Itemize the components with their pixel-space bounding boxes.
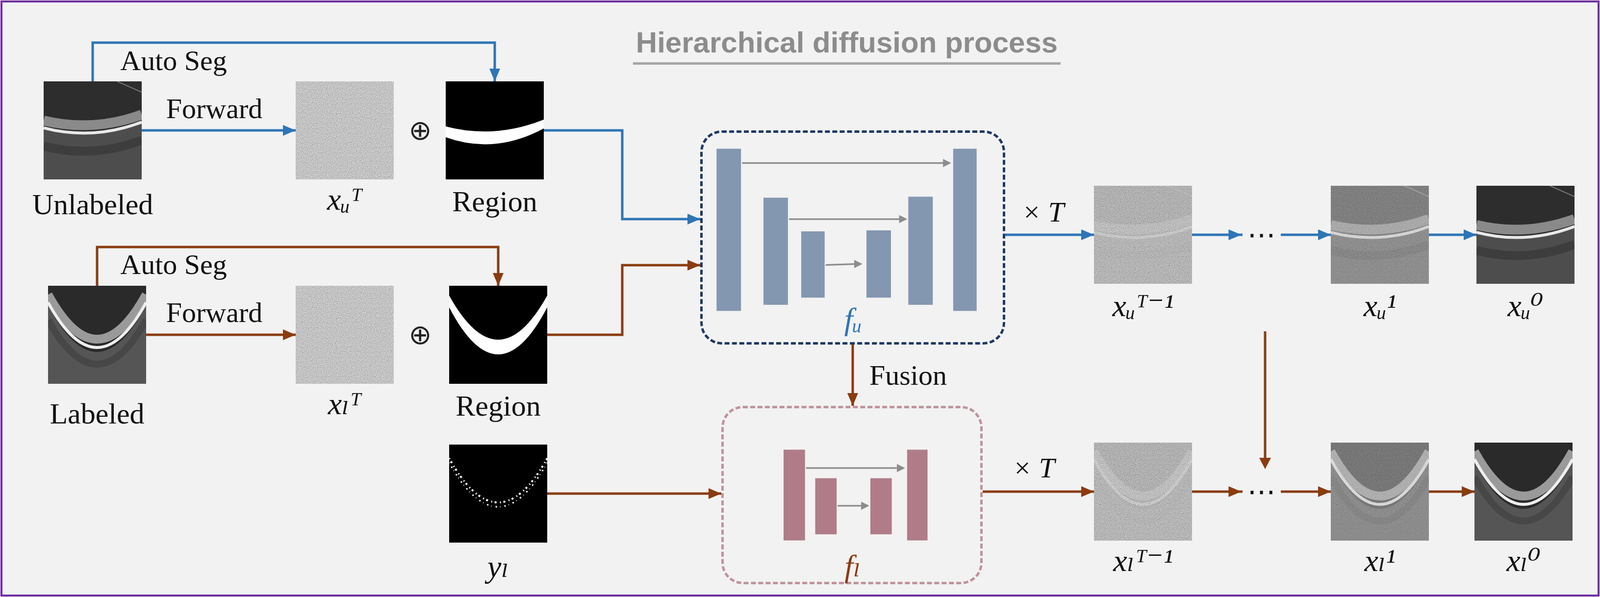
edge-label: Forward [166,93,263,125]
unet-icon [783,449,928,541]
connector [547,265,701,335]
connector [146,333,296,337]
plus-symbol: ⊕ [408,319,432,351]
noise-image [295,285,394,384]
connector [547,492,722,496]
edge-label: Fusion [869,359,947,392]
network-name: fᵤ [844,302,863,337]
denoised-image [1330,185,1429,284]
image-node: xₗ¹ [1330,442,1429,541]
connector [851,344,855,407]
image-node: xᵤᵀ [295,81,394,180]
connector [1005,233,1094,237]
edge-label: Forward [166,297,263,329]
image-node: xᵤ⁰ [1476,185,1575,284]
image-caption: xᵤ¹ [1363,288,1397,324]
unet-icon [716,148,977,311]
image-node: Unlabeled [43,81,142,180]
image-caption: Region [452,185,537,218]
edge-label: × T [1021,196,1065,229]
region-mask [449,285,548,384]
image-node: Region [445,81,544,180]
arrowhead [1228,229,1242,241]
image-caption: xₗ¹ [1364,543,1396,579]
connector [92,42,495,82]
image-caption: xₗ⁰ [1506,543,1541,579]
connector [982,490,1094,494]
image-caption: xᵤᵀ⁻¹ [1112,288,1174,324]
label-mask [449,444,548,543]
denoised-image [1474,442,1573,541]
image-node: xₗ⁰ [1474,442,1573,541]
edge-label: Auto Seg [120,45,228,77]
image-node: Labeled [48,285,147,384]
plus-symbol: ⊕ [408,115,432,146]
arrowhead [1228,486,1242,498]
region-mask [445,81,544,180]
denoised-image [1093,442,1193,541]
diagram-title: Hierarchical diffusion process [633,25,1061,65]
image-node: xᵤ¹ [1330,185,1429,284]
image-caption: Labeled [49,397,145,431]
image-caption: xᵤᵀ [327,182,363,217]
connector [543,130,701,220]
image-node: xₗᵀ⁻¹ [1093,442,1193,541]
edge-label: ⋯ [1242,220,1281,250]
network-box: fₗ [721,406,983,585]
connector [1428,233,1477,237]
image-node: yₗ [449,444,548,543]
denoised-image [1093,185,1193,284]
image-caption: Region [455,389,541,423]
image-caption: xₗᵀ⁻¹ [1113,543,1173,579]
image-caption: xₗᵀ [328,386,362,422]
oct-image [48,285,147,384]
noise-image [295,81,394,180]
image-caption: Unlabeled [32,188,154,221]
network-box: fᵤ [700,130,1006,345]
image-caption: xᵤ⁰ [1507,288,1544,324]
network-name: fₗ [844,549,861,584]
image-node: Region [449,285,548,384]
denoised-image [1476,185,1575,284]
edge-label: Auto Seg [120,249,228,281]
cross-arrow [1259,331,1271,470]
image-caption: yₗ [487,549,509,585]
connector [97,247,499,286]
edge-label: × T [1012,452,1055,484]
image-node: xᵤᵀ⁻¹ [1093,185,1193,284]
edge-label: ⋯ [1242,477,1281,507]
connector [1428,490,1475,494]
image-node: xₗᵀ [295,285,394,384]
denoised-image [1330,442,1429,541]
connector [141,129,296,132]
oct-image [43,81,142,180]
